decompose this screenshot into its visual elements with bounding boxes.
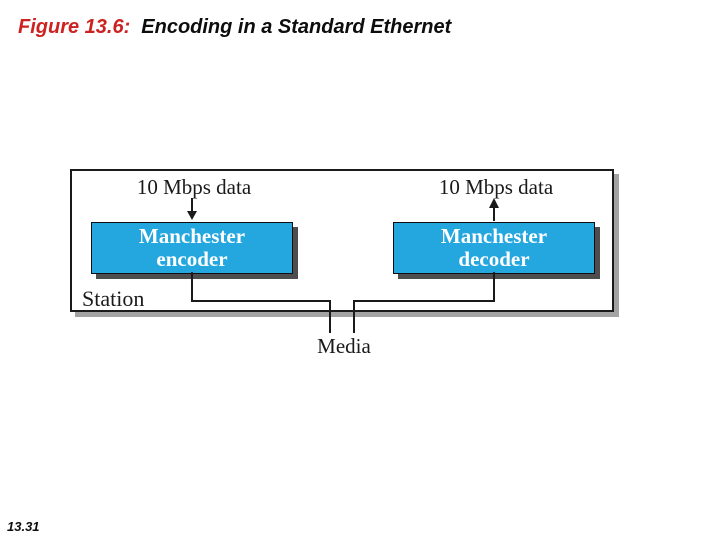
decoder-output-label: 10 Mbps data: [438, 175, 554, 199]
decoder-label-line2: decoder: [458, 247, 530, 271]
figure-number-label: Figure 13.6:: [18, 16, 131, 38]
decoder-label-line1: Manchester: [440, 224, 548, 248]
manchester-decoder-box: Manchester decoder: [393, 222, 595, 274]
encoder-label-line1: Manchester: [138, 224, 246, 248]
encoder-label-line2: encoder: [156, 247, 228, 271]
page-title: Figure 13.6: Encoding in a Standard Ether…: [18, 16, 451, 39]
station-box: 10 Mbps data 10 Mbps data Manchester enc…: [70, 169, 614, 312]
slide-page-number: 13.31: [7, 519, 40, 534]
figure-title-text: Encoding in a Standard Ethernet: [141, 16, 452, 38]
media-label: Media: [317, 334, 371, 358]
encoder-input-label: 10 Mbps data: [136, 175, 252, 199]
station-label: Station: [82, 286, 145, 311]
manchester-encoder-box: Manchester encoder: [91, 222, 293, 274]
